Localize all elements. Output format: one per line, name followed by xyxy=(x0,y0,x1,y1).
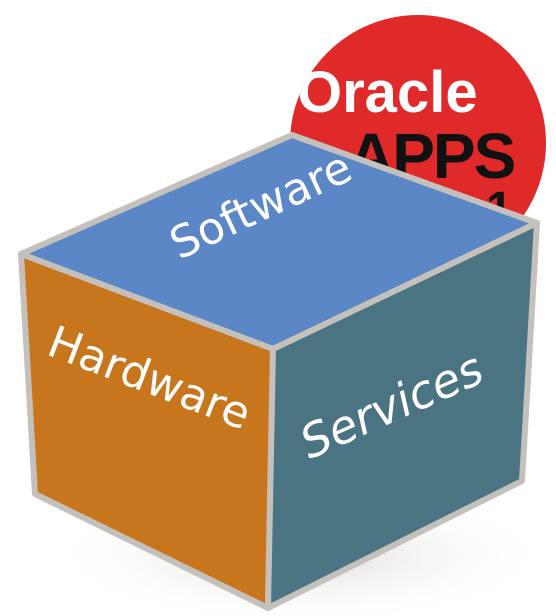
logo-text-oracle: Oracle xyxy=(297,60,478,125)
cube xyxy=(18,132,540,611)
cube-right-face xyxy=(265,220,540,611)
